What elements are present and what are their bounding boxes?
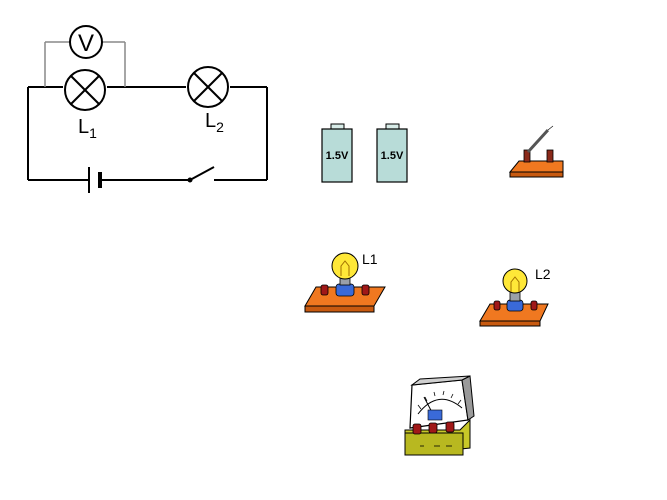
schematic (27, 41, 268, 181)
battery-symbol (88, 167, 102, 193)
bulb-l2[interactable] (479, 268, 549, 327)
voltmeter-symbol-label: V (78, 30, 94, 57)
switch-symbol (187, 166, 215, 183)
battery-cell-2[interactable]: 1.5V (376, 123, 408, 183)
knife-switch[interactable] (508, 124, 564, 178)
bulb-l1-label: L1 (362, 251, 378, 267)
lamp2-label: L2 (205, 110, 224, 135)
battery-cell-1-label: 1.5V (326, 150, 349, 162)
voltmeter-branch (44, 41, 126, 87)
bulb-l1[interactable] (304, 252, 386, 313)
lamp2-symbol (187, 66, 229, 108)
lamp1-symbol (64, 69, 106, 111)
battery-cell-2-label: 1.5V (381, 150, 404, 162)
lamp1-label: L1 (78, 116, 97, 141)
voltmeter-symbol: V (69, 25, 103, 59)
battery-cell-1[interactable]: 1.5V (321, 123, 353, 183)
bulb-l2-label: L2 (535, 266, 551, 282)
voltmeter-instrument[interactable] (404, 375, 475, 456)
